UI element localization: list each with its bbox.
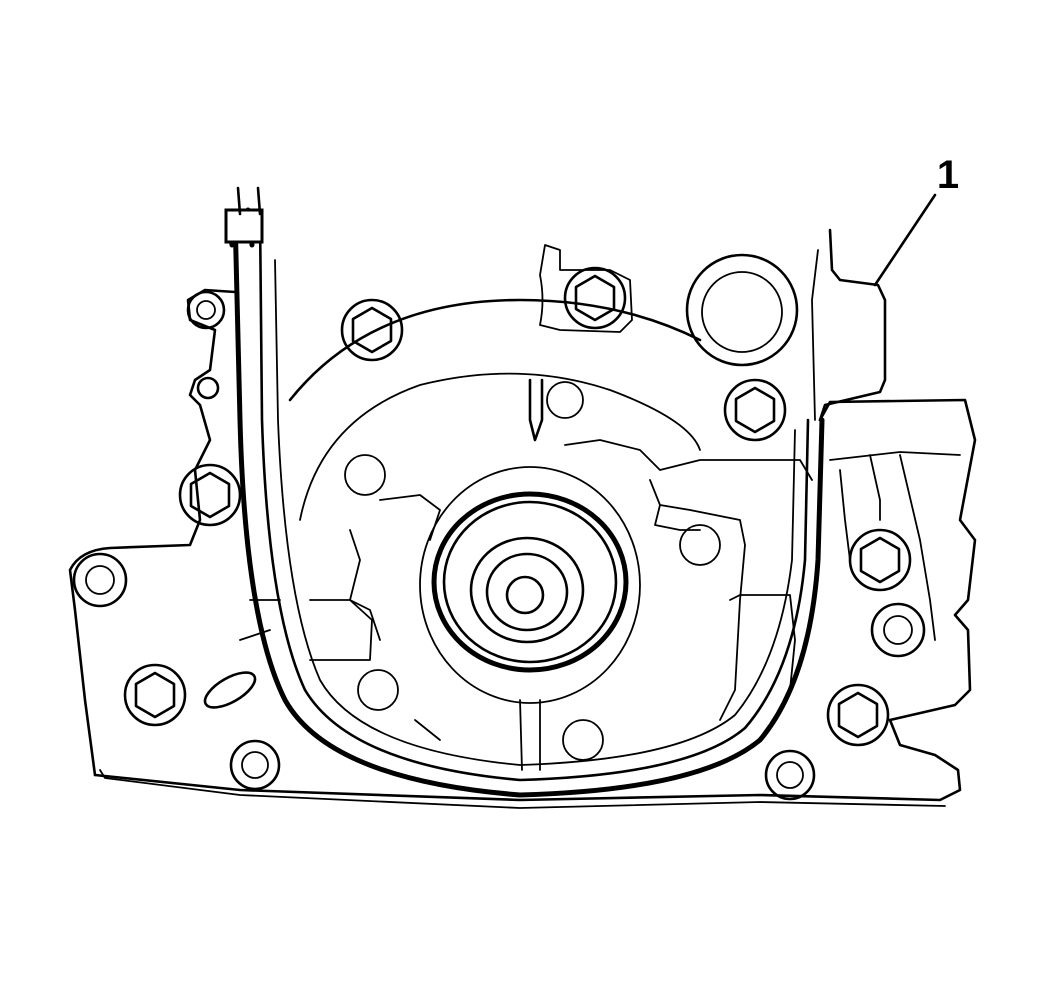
bolt <box>723 378 787 442</box>
callout-1: 1 <box>873 153 959 287</box>
callout-label: 1 <box>937 153 959 197</box>
rotor-housing <box>239 244 813 771</box>
bolt <box>178 463 242 527</box>
housing-outline <box>68 228 977 809</box>
bolt <box>563 266 627 330</box>
mounting-bolts <box>123 266 912 747</box>
dowel-holes <box>72 253 926 801</box>
bolt <box>340 298 404 362</box>
bolt <box>123 663 187 727</box>
bolt <box>826 683 890 747</box>
gasket-seal-band <box>224 186 825 798</box>
crankshaft-seal-assembly <box>419 466 641 704</box>
bolt <box>848 528 912 592</box>
